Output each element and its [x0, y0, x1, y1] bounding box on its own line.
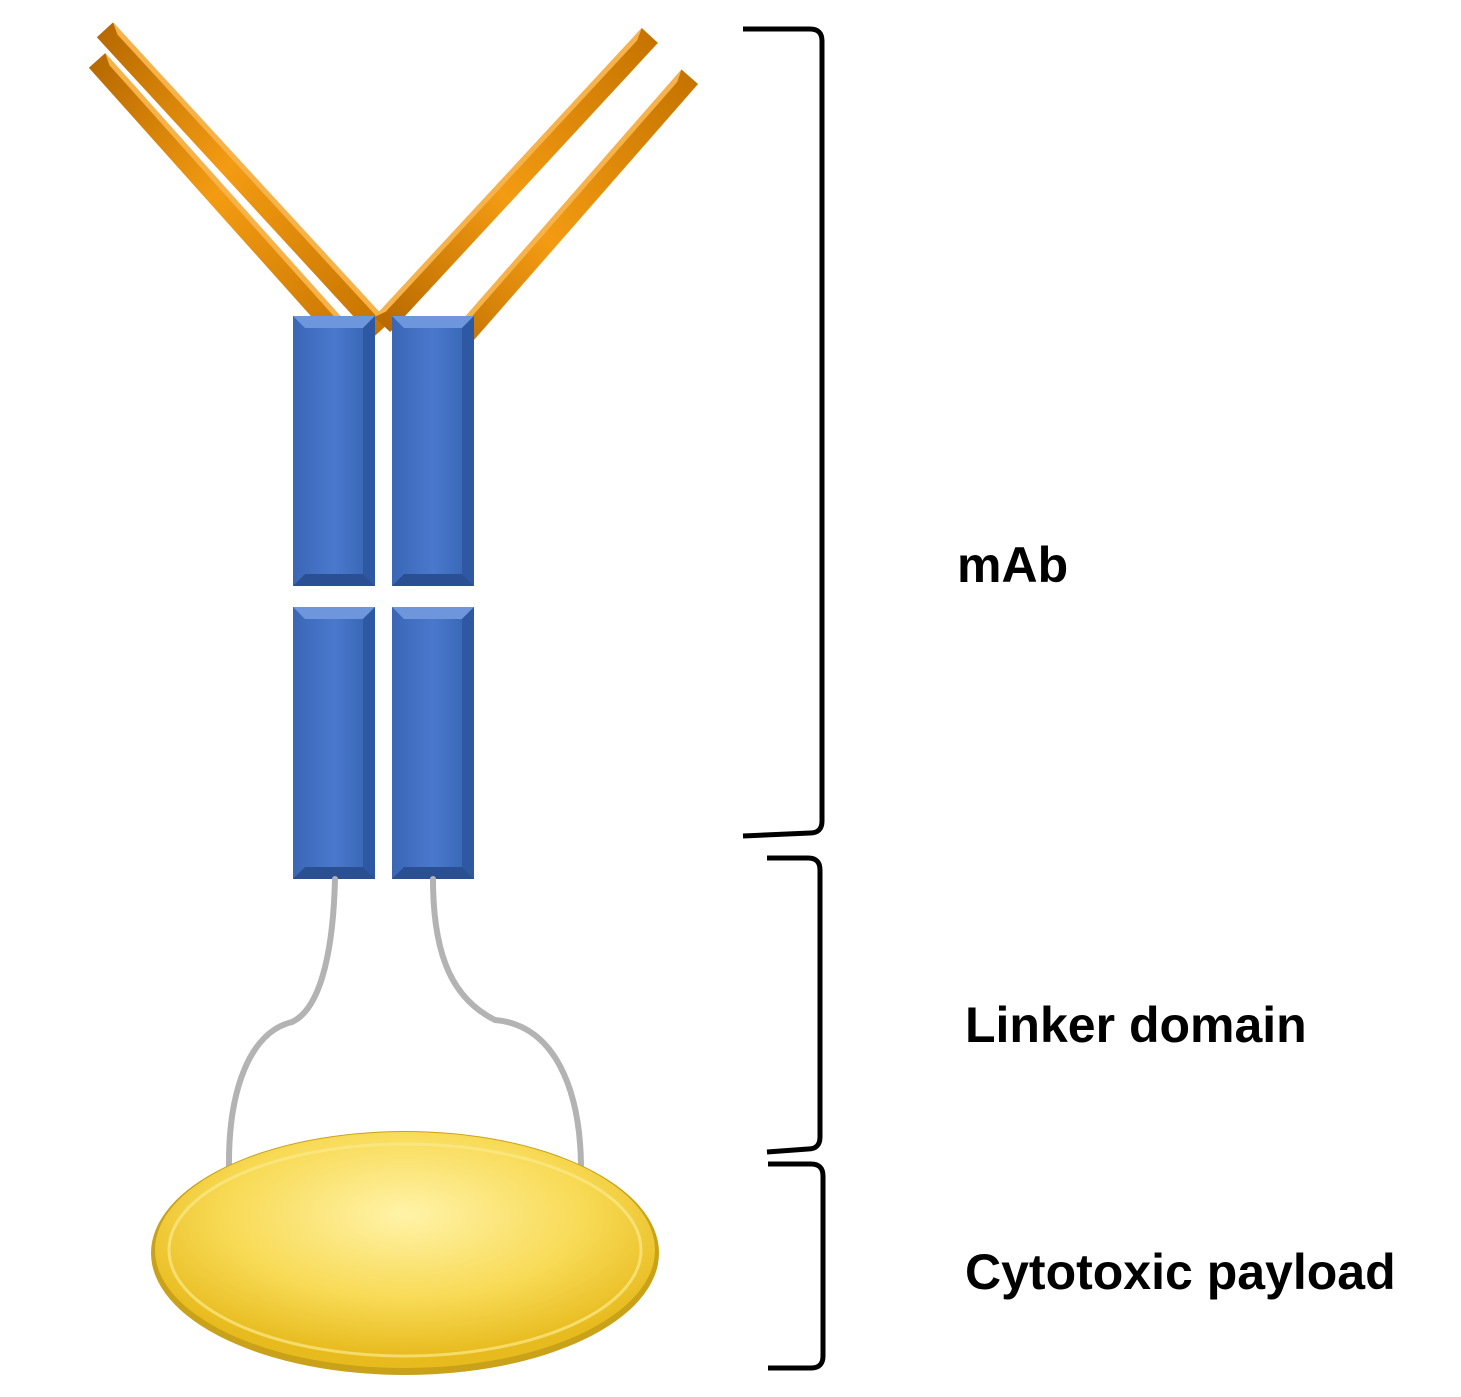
label-mab: mAb — [957, 537, 1069, 593]
linker-strand-left — [225, 876, 338, 1171]
payload-ellipse — [151, 1131, 659, 1375]
heavy-chain-right-lower — [392, 607, 474, 879]
heavy-chain-left-lower — [293, 607, 375, 879]
light-chain-left — [88, 22, 390, 363]
label-cytotoxic-payload: Cytotoxic payload — [965, 1244, 1396, 1300]
bracket-mab — [742, 26, 825, 839]
heavy-chain-right-upper — [392, 316, 474, 586]
light-chain-right — [374, 27, 699, 381]
linker-strand-right — [430, 876, 584, 1168]
bracket-payload — [768, 1161, 826, 1371]
label-linker-domain: Linker domain — [965, 997, 1307, 1053]
bracket-linker — [766, 855, 823, 1155]
heavy-chain-left-upper — [293, 316, 375, 586]
